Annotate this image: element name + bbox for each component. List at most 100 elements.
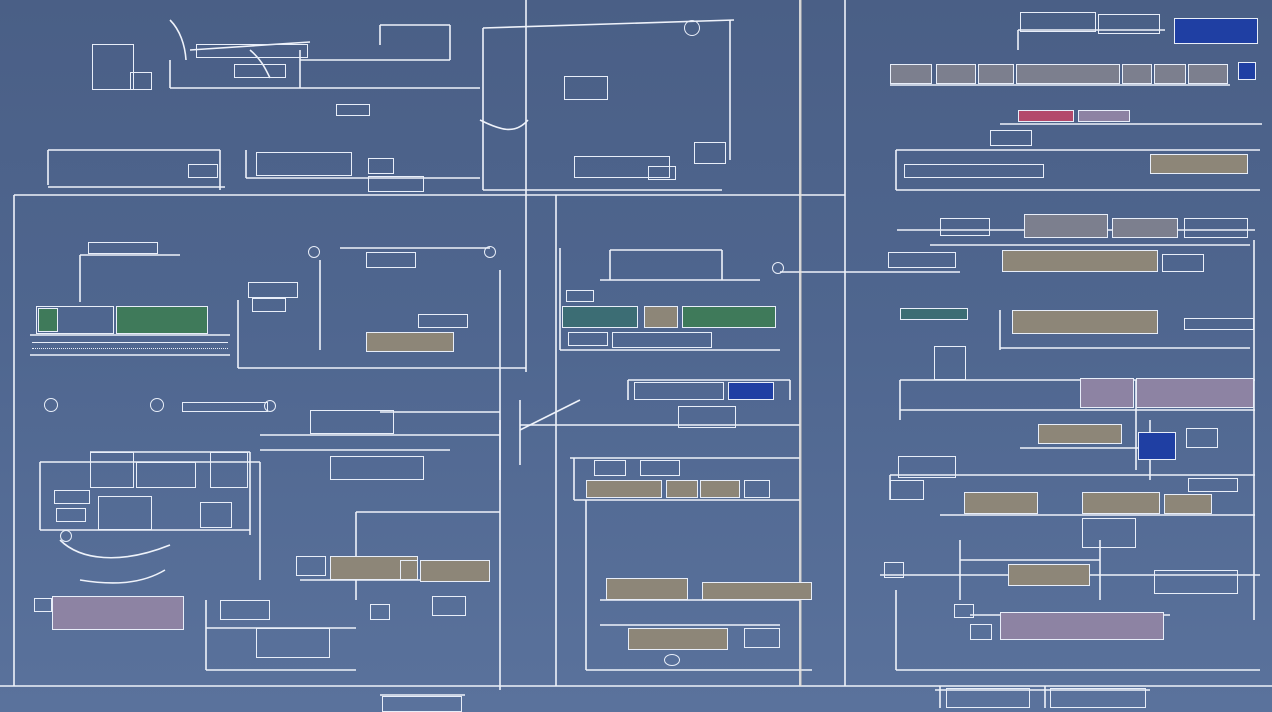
wireframe-box	[612, 332, 712, 348]
small-box	[940, 218, 990, 236]
small-box	[954, 604, 974, 618]
wireframe-box	[256, 152, 352, 176]
wireframe-box	[310, 410, 394, 434]
annotation-scribble	[130, 110, 170, 128]
filled-box	[1038, 424, 1122, 444]
filled-box	[1002, 250, 1158, 272]
small-box	[890, 480, 924, 500]
small-box	[566, 290, 594, 302]
filled-box	[1082, 492, 1160, 514]
wireframe-box	[1020, 12, 1096, 32]
small-box	[594, 460, 626, 476]
annotation-scribble	[32, 342, 228, 349]
node-marker	[150, 398, 164, 412]
small-box	[54, 490, 90, 504]
highlight-box	[116, 306, 208, 334]
highlight-box	[1174, 18, 1258, 44]
small-box	[432, 596, 466, 616]
filled-box	[1078, 110, 1130, 122]
filled-box	[586, 480, 662, 498]
filled-box	[1016, 64, 1120, 84]
filled-box	[606, 578, 688, 600]
small-box	[88, 242, 158, 254]
node-marker	[772, 262, 784, 274]
wireframe-box	[90, 452, 134, 488]
highlight-box	[728, 382, 774, 400]
filled-box	[1150, 154, 1248, 174]
small-box	[1184, 318, 1254, 330]
small-box	[34, 598, 52, 612]
small-box	[366, 252, 416, 268]
node-marker	[664, 654, 680, 666]
node-marker	[484, 246, 496, 258]
filled-box	[1000, 612, 1164, 640]
small-box	[1162, 254, 1204, 272]
small-box	[56, 508, 86, 522]
footer-box	[946, 688, 1030, 708]
small-box	[568, 332, 608, 346]
small-box	[970, 624, 992, 640]
small-box	[640, 460, 680, 476]
filled-box	[1122, 64, 1152, 84]
node-marker	[44, 398, 58, 412]
filled-box	[1136, 378, 1254, 408]
small-box	[1082, 518, 1136, 548]
small-box	[694, 142, 726, 164]
wireframe-box	[904, 164, 1044, 178]
small-box	[564, 76, 608, 100]
node-marker	[60, 530, 72, 542]
wireframe-box	[136, 462, 196, 488]
annotation-scribble	[94, 8, 146, 20]
filled-box	[936, 64, 976, 84]
highlight-box	[1138, 432, 1176, 460]
small-box	[370, 604, 390, 620]
highlight-box	[1238, 62, 1256, 80]
filled-box	[702, 582, 812, 600]
filled-box	[1154, 64, 1186, 84]
filled-box	[700, 480, 740, 498]
filled-box	[1188, 64, 1228, 84]
highlight-box	[38, 308, 58, 332]
small-box	[252, 298, 286, 312]
wireframe-box	[200, 502, 232, 528]
filled-box	[36, 306, 114, 334]
small-box	[234, 64, 286, 78]
wireframe-box	[1154, 570, 1238, 594]
small-box	[744, 480, 770, 498]
filled-box	[900, 308, 968, 320]
filled-box	[1080, 378, 1134, 408]
small-box	[934, 346, 966, 380]
small-box	[888, 252, 956, 268]
footer-box	[1050, 688, 1146, 708]
small-box	[248, 282, 298, 298]
node-marker	[684, 20, 700, 36]
filled-box	[666, 480, 698, 498]
filled-box	[52, 596, 184, 630]
small-box	[744, 628, 780, 648]
small-box	[990, 130, 1032, 146]
wireframe-box	[1098, 14, 1160, 34]
node-marker	[308, 246, 320, 258]
small-box	[1184, 218, 1248, 238]
filled-box	[1112, 218, 1178, 238]
filled-box	[1164, 494, 1212, 514]
small-box	[182, 402, 268, 412]
filled-box	[366, 332, 454, 352]
filled-box	[978, 64, 1014, 84]
small-box	[1186, 428, 1218, 448]
wireframe-box	[210, 452, 248, 488]
small-box	[368, 158, 394, 174]
footer-box	[382, 696, 462, 712]
wireframe-box	[196, 44, 308, 58]
small-box	[678, 406, 736, 428]
small-box	[884, 562, 904, 578]
small-box	[418, 314, 468, 328]
filled-box	[1008, 564, 1090, 586]
small-box	[648, 166, 676, 180]
wireframe-box	[330, 456, 424, 480]
wireframe-box	[574, 156, 670, 178]
filled-box	[628, 628, 728, 650]
filled-box	[420, 560, 490, 582]
wireframe-box	[256, 628, 330, 658]
